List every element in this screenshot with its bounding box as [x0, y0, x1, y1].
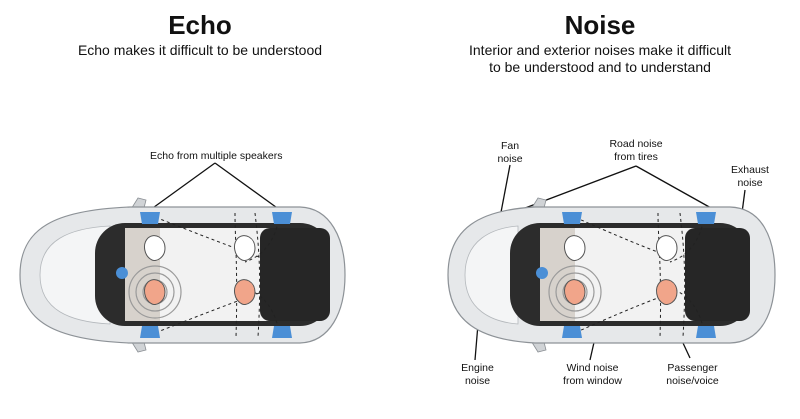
echo-callout-line-rear	[214, 162, 281, 211]
noise-subtitle: Interior and exterior noises make it dif…	[400, 42, 800, 76]
rear-left-head	[564, 235, 586, 261]
microphone-icon	[536, 267, 548, 279]
rear-left-head	[144, 235, 166, 261]
fan-noise-label: Fan noise	[485, 140, 535, 166]
echo-car-diagram	[19, 162, 346, 353]
echo-car	[19, 197, 346, 353]
engine-noise-label: Engine noise	[450, 362, 505, 388]
speaker-front-top	[562, 212, 582, 224]
echo-title: Echo	[168, 10, 232, 40]
noise-car	[447, 197, 776, 353]
microphone-icon	[116, 267, 128, 279]
rear-right-head	[656, 235, 678, 261]
speaker-front-bottom	[562, 326, 582, 338]
speaker-rear-bottom	[272, 326, 292, 338]
echo-sound-path	[254, 212, 261, 338]
driver-head	[144, 279, 166, 305]
road-noise-line-rear	[635, 165, 721, 214]
rear-window	[260, 228, 330, 321]
road-noise-label-line-2: from tires	[614, 151, 658, 163]
noise-subtitle-line-2: to be understood and to understand	[489, 59, 711, 75]
noise-car-diagram	[447, 164, 776, 361]
echo-callout-line-front	[149, 162, 216, 211]
noise-title: Noise	[564, 10, 636, 40]
noise-subtitle-line-1: Interior and exterior noises make it dif…	[469, 42, 731, 58]
fan-noise-label-line-1: Fan	[500, 140, 520, 152]
exhaust-noise-label-line-2: noise	[737, 177, 763, 189]
noise-sound-path	[679, 212, 686, 338]
speaker-rear-top	[272, 212, 292, 224]
passenger-head	[656, 279, 678, 305]
road-noise-label-line-1: Road noise	[609, 138, 663, 150]
exhaust-noise-label: Exhaust noise	[720, 164, 780, 190]
speaker-rear-bottom	[696, 326, 716, 338]
echo-sound-path	[234, 212, 238, 338]
noise-sound-path	[657, 212, 662, 338]
engine-noise-label-line-2: noise	[464, 375, 491, 387]
passenger-noise-label-line-1: Passenger	[667, 362, 718, 374]
echo-panel: Echo Echo makes it difficult to be under…	[19, 10, 346, 353]
exhaust-noise-label-line-1: Exhaust	[731, 164, 769, 176]
passenger-head	[234, 279, 256, 305]
wind-noise-label-line-2: from window	[563, 375, 622, 387]
rear-window	[685, 228, 750, 321]
echo-subtitle: Echo makes it difficult to be understood	[77, 42, 323, 58]
speaker-front-bottom	[140, 326, 160, 338]
speaker-rear-top	[696, 212, 716, 224]
wind-noise-label-line-1: Wind noise	[566, 362, 619, 374]
driver-head	[564, 279, 586, 305]
passenger-noise-label: Passenger noise/voice	[655, 362, 730, 388]
rear-right-head	[234, 235, 256, 261]
engine-noise-label-line-1: Engine	[461, 362, 494, 374]
speaker-front-top	[140, 212, 160, 224]
road-noise-line-front	[511, 165, 637, 214]
road-noise-label: Road noise from tires	[596, 138, 676, 164]
echo-callout-label: Echo from multiple speakers	[150, 150, 283, 162]
passenger-noise-label-line-2: noise/voice	[666, 375, 719, 387]
fan-noise-label-line-2: noise	[497, 153, 523, 165]
wind-noise-label: Wind noise from window	[550, 362, 635, 388]
noise-panel: Noise Interior and exterior noises make …	[400, 0, 800, 419]
